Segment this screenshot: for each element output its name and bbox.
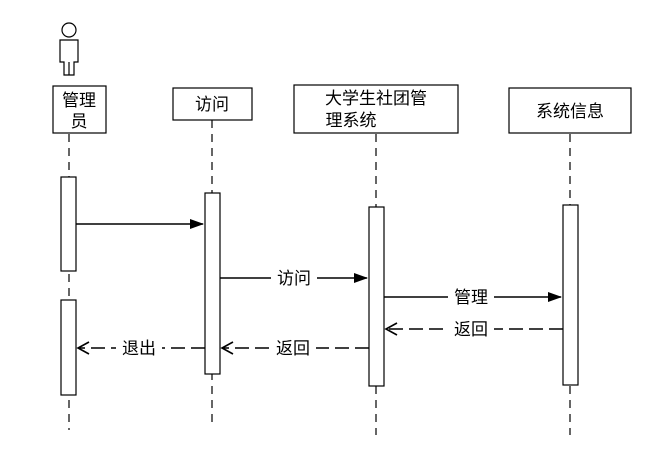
participant-admin-label-line1: 管理 xyxy=(62,91,96,111)
message-5-label: 返回 xyxy=(276,339,310,359)
message-2-label-bg xyxy=(271,267,317,289)
participant-admin-label-line2: 员 xyxy=(71,112,88,132)
participant-system: 大学生社团管 理系统 xyxy=(293,84,459,134)
participant-system-label-line1: 大学生社团管 xyxy=(325,89,427,109)
message-4-label: 返回 xyxy=(454,320,488,340)
message-5-label-bg xyxy=(270,337,316,359)
message-6-label: 退出 xyxy=(122,339,156,359)
activation-access xyxy=(204,192,221,375)
message-3-label-bg xyxy=(448,286,494,308)
actor-icon xyxy=(59,22,79,76)
participant-access: 访问 xyxy=(172,87,253,121)
message-3-label: 管理 xyxy=(454,288,488,308)
participant-info: 系统信息 xyxy=(508,87,632,134)
message-4-label-bg xyxy=(448,318,494,340)
activation-admin-1 xyxy=(60,176,77,272)
participant-system-label-line2: 理系统 xyxy=(326,111,377,131)
participant-info-label: 系统信息 xyxy=(536,102,604,122)
activation-system xyxy=(368,206,385,387)
participant-admin: 管理 员 xyxy=(52,85,107,134)
message-2-label: 访问 xyxy=(277,269,311,289)
activation-info xyxy=(562,204,579,386)
activation-admin-2 xyxy=(60,299,77,396)
message-6-label-bg xyxy=(116,337,162,359)
participant-access-label: 访问 xyxy=(195,95,229,115)
